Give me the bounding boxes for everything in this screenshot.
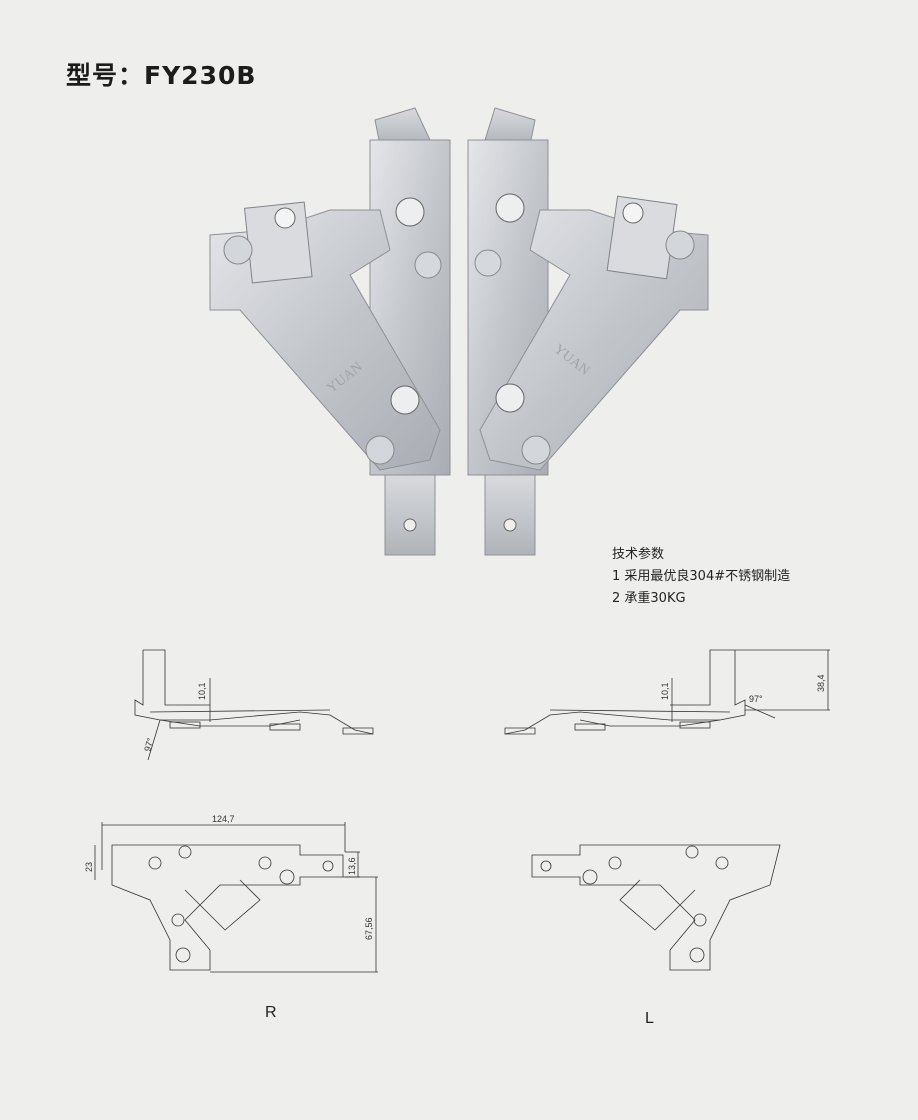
- dim-depth: 67,56: [364, 917, 374, 940]
- hinge-right-photo: YUAN: [209, 107, 451, 556]
- side-view-left: 10,1 38,4 97°: [504, 649, 830, 735]
- technical-specs: 技术参数 1 采用最优良304#不锈钢制造 2 承重30KG: [612, 544, 790, 610]
- label-right: R: [265, 1004, 277, 1021]
- label-left: L: [645, 1010, 654, 1027]
- dim-height-left: 10,1: [660, 682, 670, 700]
- specs-item: 2 承重30KG: [612, 591, 686, 606]
- dim-left-height: 23: [84, 862, 94, 872]
- front-view-right: 124,7 23 13,6 67,56: [84, 814, 378, 973]
- dim-angle-right: 97°: [142, 736, 155, 752]
- side-view-right: 10,1 97°: [134, 649, 374, 761]
- specs-heading: 技术参数: [612, 547, 665, 562]
- technical-drawing: 10,1 97° 10,1 38,4 97° 124,7 23 13: [84, 649, 830, 973]
- dim-slot-height: 13,6: [347, 857, 357, 875]
- specs-item: 1 采用最优良304#不锈钢制造: [612, 569, 791, 584]
- hinge-left-photo: YUAN: [467, 107, 709, 556]
- front-view-left: [531, 844, 781, 971]
- product-model-title: 型号：FY230B: [66, 61, 257, 90]
- dim-height-right: 10,1: [197, 682, 207, 700]
- dim-angle-left: 97°: [749, 694, 763, 704]
- product-photo: YUAN YUAN: [209, 107, 709, 556]
- dim-width: 124,7: [212, 814, 235, 824]
- dim-height-total: 38,4: [816, 674, 826, 692]
